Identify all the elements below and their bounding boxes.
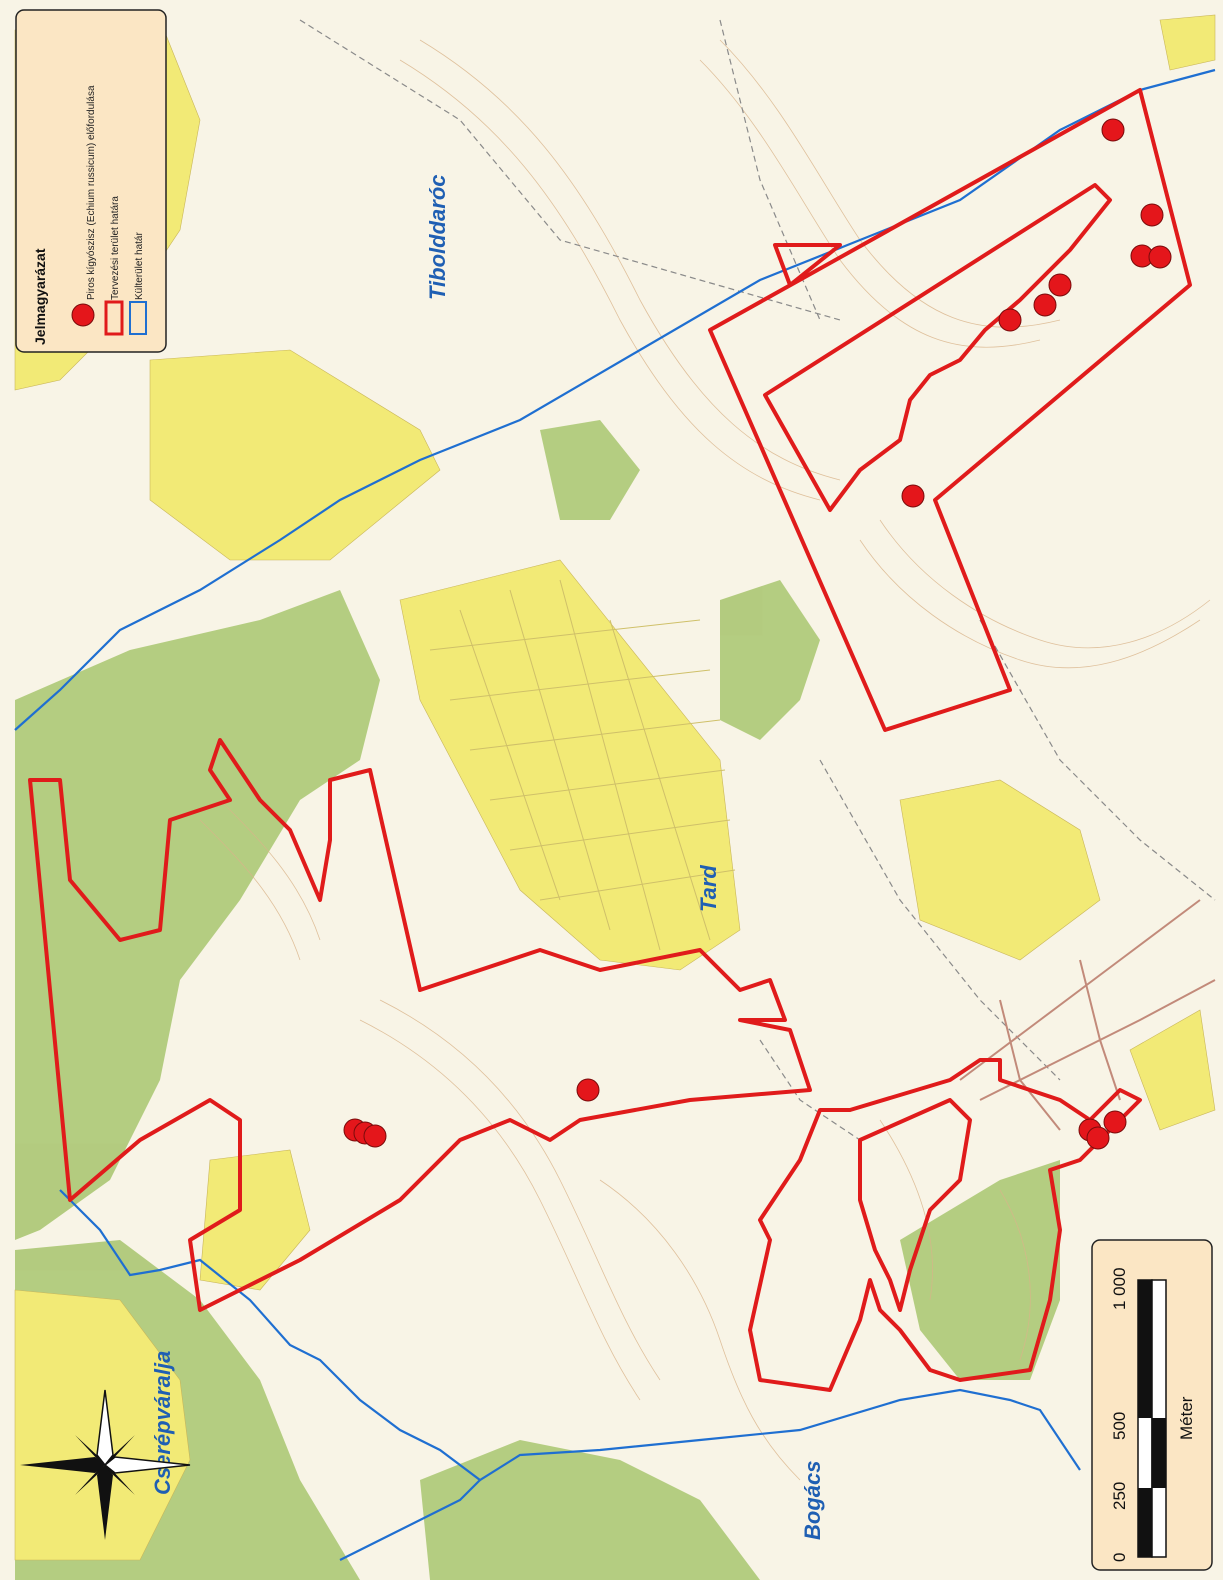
legend-item-occurrence: Piros kígyószisz (Echium russicum) előfo… bbox=[86, 85, 97, 300]
scale-tick-0: 0 bbox=[1110, 1553, 1129, 1562]
place-label-bogacs: Bogács bbox=[800, 1461, 825, 1540]
scale-seg bbox=[1138, 1488, 1152, 1557]
scale-bar: 0 250 500 1 000 Méter bbox=[1091, 1239, 1213, 1571]
legend-item-admin: Külterület határ bbox=[134, 232, 145, 300]
planning-area-south-inner bbox=[858, 1098, 972, 1312]
town-streets bbox=[959, 899, 1216, 1131]
occurrence-point bbox=[1033, 293, 1057, 317]
place-label-tard: Tard bbox=[696, 865, 721, 912]
planning-area-east bbox=[708, 88, 1192, 732]
planning-area-west bbox=[28, 738, 812, 1312]
planning-area-east-connector bbox=[773, 243, 842, 287]
legend-red-outline-icon bbox=[104, 300, 124, 336]
roads bbox=[299, 19, 1216, 1141]
place-label-tibolddaroc: Tibolddaróc bbox=[425, 175, 450, 301]
occurrence-point bbox=[363, 1124, 387, 1148]
legend-red-dot-icon bbox=[71, 303, 95, 327]
place-label-cserepvaralja: Cserépváralja bbox=[150, 1351, 175, 1495]
scale-seg bbox=[1138, 1280, 1152, 1418]
legend-item-planning: Tervezési terület határa bbox=[110, 196, 121, 300]
planning-area-boundaries bbox=[28, 88, 1192, 1392]
occurrence-point bbox=[998, 308, 1022, 332]
occurrence-point bbox=[576, 1078, 600, 1102]
scale-unit: Méter bbox=[1177, 1396, 1196, 1440]
scale-tick-1000: 1 000 bbox=[1110, 1267, 1129, 1310]
scale-tick-500: 500 bbox=[1110, 1412, 1129, 1440]
occurrence-point bbox=[1148, 245, 1172, 269]
parcel-grid bbox=[429, 579, 736, 951]
north-arrow-icon bbox=[20, 1389, 191, 1540]
occurrence-point bbox=[1086, 1126, 1110, 1150]
planning-area-east-inner bbox=[763, 183, 1112, 512]
occurrence-points bbox=[343, 118, 1172, 1150]
planning-area-south bbox=[748, 1058, 1142, 1392]
occurrence-point bbox=[1048, 273, 1072, 297]
legend-box bbox=[15, 9, 167, 353]
scale-tick-250: 250 bbox=[1110, 1482, 1129, 1510]
legend: Jelmagyarázat Piros kígyószisz (Echium r… bbox=[15, 9, 167, 353]
occurrence-point bbox=[1140, 203, 1164, 227]
legend-title: Jelmagyarázat bbox=[32, 248, 48, 345]
legend-blue-outline-icon bbox=[129, 301, 147, 335]
occurrence-point bbox=[1101, 118, 1125, 142]
occurrence-point bbox=[1103, 1110, 1127, 1134]
scale-seg bbox=[1152, 1418, 1166, 1488]
occurrence-point bbox=[901, 484, 925, 508]
